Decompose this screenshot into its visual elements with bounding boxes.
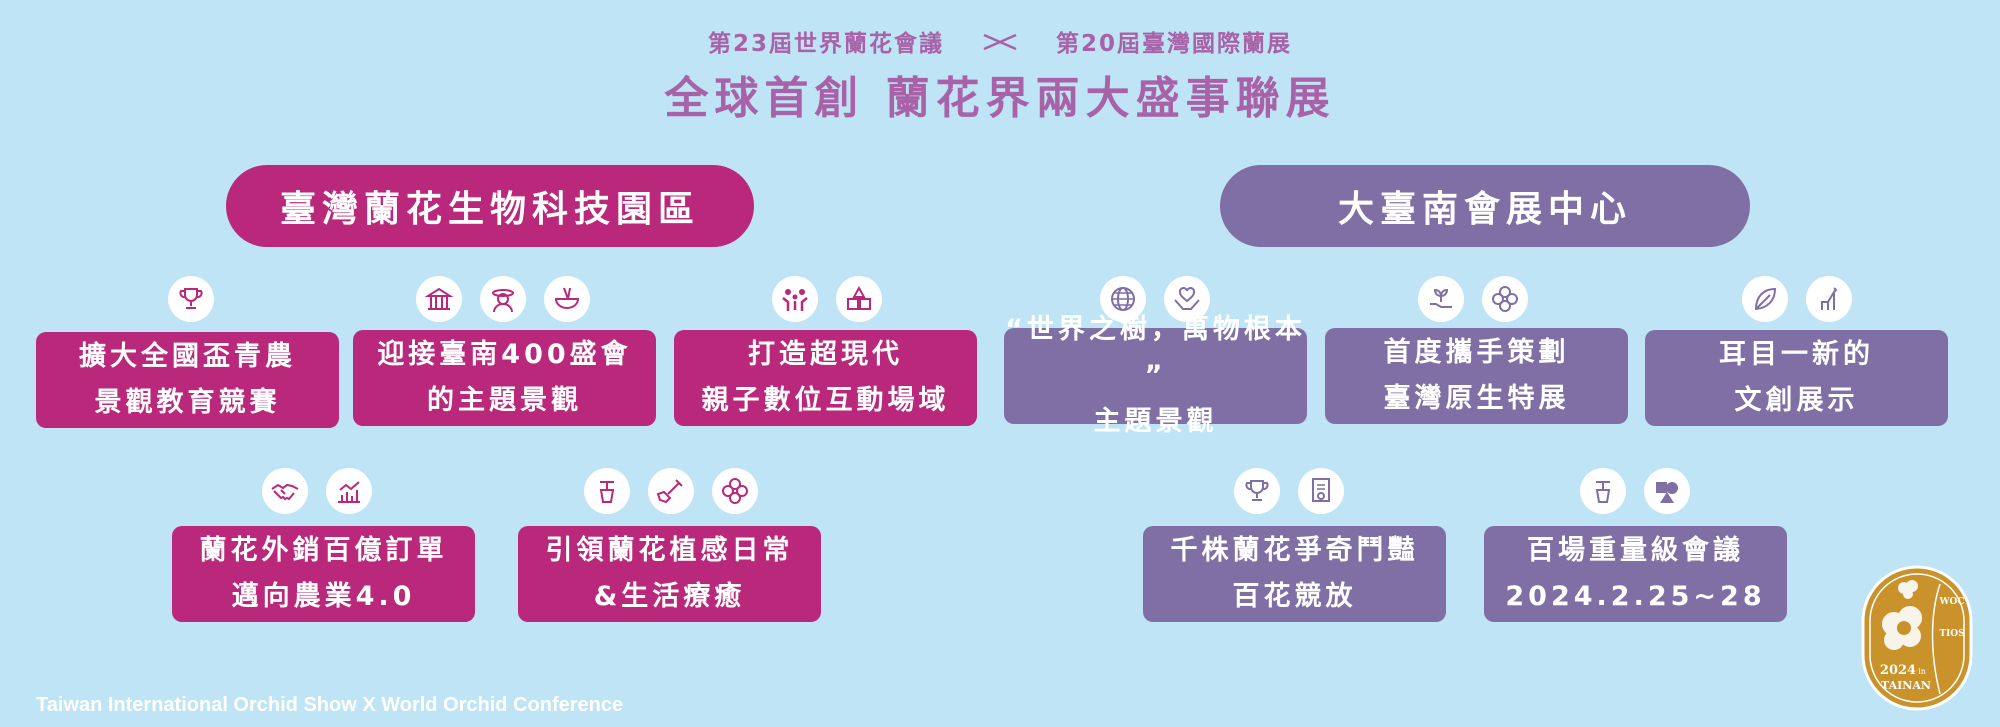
cross-icon <box>982 31 1018 57</box>
icons-c2 <box>416 276 590 324</box>
header-subtitle: 第23屆世界蘭花會議 第20屆臺灣國際蘭展 <box>0 24 2000 58</box>
icons-c4 <box>1100 276 1210 324</box>
trophy-icon <box>168 276 214 322</box>
handshake-icon <box>262 468 308 514</box>
header-woc-label: 第23屆世界蘭花會議 <box>707 31 944 57</box>
badge-tios-text: TIOS <box>1939 629 1964 639</box>
blocks-icon <box>836 276 882 322</box>
family-icon <box>772 276 818 322</box>
icons-c3 <box>772 276 882 324</box>
icons-c1 <box>168 276 214 324</box>
icons-c9 <box>1234 468 1344 516</box>
header-tios-label: 第20屆臺灣國際蘭展 <box>1056 31 1293 57</box>
plant-pot-icon <box>584 468 630 514</box>
card-tainan-400: 迎接臺南400盛會 的主題景觀 <box>353 330 656 426</box>
person-hat-icon <box>480 276 526 322</box>
seedling-hand-icon <box>1418 276 1464 322</box>
event-logo-badge: WOC TIOS 2024 in TAINAN <box>1861 565 1973 711</box>
globe-icon <box>1100 276 1146 322</box>
podium-icon <box>1580 468 1626 514</box>
venue-left-pill: 臺灣蘭花生物科技園區 <box>226 165 754 247</box>
page-title: 全球首創 蘭花界兩大盛事聯展 <box>664 73 1336 124</box>
card-thousand-orchids: 千株蘭花爭奇鬥豔 百花競放 <box>1143 526 1446 622</box>
card-conferences: 百場重量級會議 2024.2.25~28 <box>1484 526 1787 622</box>
growth-chart-icon <box>326 468 372 514</box>
leaf-icon <box>1742 276 1788 322</box>
icons-c7 <box>262 468 372 516</box>
icons-c6 <box>1742 276 1852 324</box>
card-native-exhibit: 首度攜手策劃 臺灣原生特展 <box>1325 328 1628 424</box>
trophy-icon <box>1234 468 1280 514</box>
heart-hands-icon <box>1164 276 1210 322</box>
card-creative-display: 耳目一新的 文創展示 <box>1645 330 1948 426</box>
card-export-orders: 蘭花外銷百億訂單 邁向農業4.0 <box>172 526 475 622</box>
badge-woc-text: WOC <box>1938 597 1964 607</box>
icons-c5 <box>1418 276 1528 324</box>
footer-caption: Taiwan International Orchid Show X World… <box>36 694 624 716</box>
bowl-icon <box>544 276 590 322</box>
badge-year-text: 2024 <box>1880 663 1916 678</box>
card-plant-life-healing: 引領蘭花植感日常 &生活療癒 <box>518 526 821 622</box>
shapes-icon <box>1644 468 1690 514</box>
certificate-icon <box>1298 468 1344 514</box>
temple-icon <box>416 276 462 322</box>
card-digital-interactive: 打造超現代 親子數位互動場域 <box>674 330 977 426</box>
icons-c8 <box>584 468 758 516</box>
card-tree-of-world: “世界之樹，萬物根本 ” 主題景觀 <box>1004 314 1307 437</box>
venue-right-pill: 大臺南會展中心 <box>1220 165 1750 247</box>
badge-city-text: TAINAN <box>1881 679 1931 692</box>
shovel-icon <box>648 468 694 514</box>
icons-c10 <box>1580 468 1690 516</box>
giraffe-icon <box>1806 276 1852 322</box>
badge-in-text: in <box>1918 667 1926 676</box>
card-youth-farmer-contest: 擴大全國盃青農 景觀教育競賽 <box>36 332 339 428</box>
orchid-icon <box>712 468 758 514</box>
orchid-flower-icon <box>1482 276 1528 322</box>
